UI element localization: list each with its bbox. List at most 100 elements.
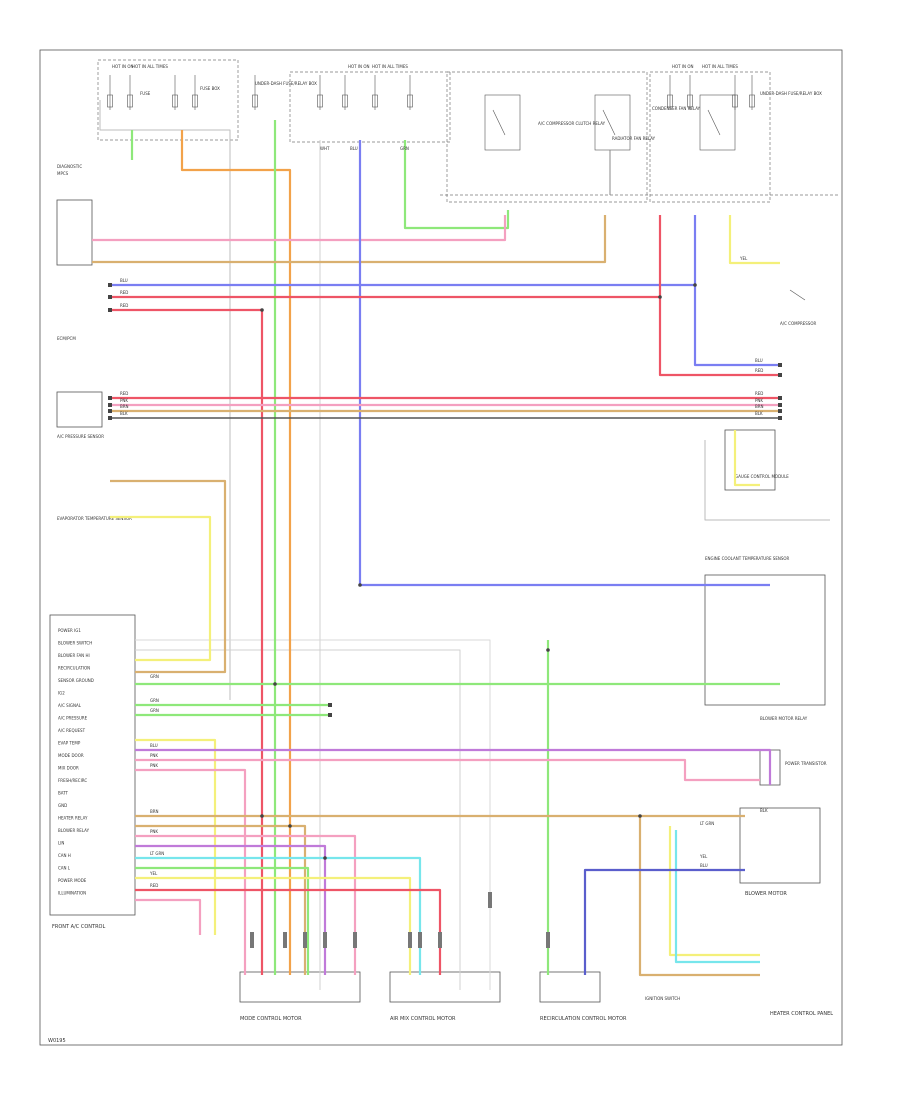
label-evap: EVAPORATOR TEMPERATURE SENSOR <box>57 516 132 521</box>
ac-control-pin-8: A/C REQUEST <box>58 728 86 733</box>
ac-control-pin-18: CAN H <box>58 853 71 858</box>
relay-switch-0 <box>492 109 506 136</box>
gauge-label: GAUGE CONTROL MODULE <box>735 474 789 479</box>
ac-control-pin-9: EVAP TEMP <box>58 741 81 746</box>
bottom-connector-0 <box>250 932 254 948</box>
wire-color-tag-17: RED <box>150 883 158 888</box>
splice-4 <box>358 583 362 587</box>
fuse-8 <box>407 94 413 108</box>
fuse-text-1: FUSE <box>140 91 151 96</box>
wire-pink-3 <box>135 758 760 782</box>
wire-color-tag-30: WHT <box>320 146 330 151</box>
grey-route-4 <box>135 649 461 990</box>
ac-control-pin-2: BLOWER FAN HI <box>58 653 90 658</box>
mode-motor <box>239 971 361 1003</box>
ac-control-pin-11: MIX DOOR <box>58 766 79 771</box>
ac-control-pin-17: LIN <box>58 841 64 846</box>
wire-color-tag-13: BRN <box>150 809 159 814</box>
wire-color-tag-4: PNK <box>120 398 128 403</box>
heater-panel-label: HEATER CONTROL PANEL <box>770 1011 833 1017</box>
wire-color-tag-31: BLU <box>350 146 358 151</box>
ac-control-pin-14: GND <box>58 803 67 808</box>
relay-label-radfan: RADIATOR FAN RELAY <box>612 136 656 141</box>
fuse-7 <box>372 94 378 108</box>
wire-yellow-4 <box>135 738 217 935</box>
sensor-block-2 <box>56 391 103 428</box>
wire-color-tag-27: YEL <box>699 854 708 859</box>
wire-color-tag-8: GRN <box>150 698 159 703</box>
wire-color-tag-7: GRN <box>150 674 159 679</box>
wire-color-tag-6: BLK <box>120 411 128 416</box>
splice-7 <box>260 814 264 818</box>
wire-blue-3 <box>693 215 780 367</box>
sensor-block-1 <box>56 199 93 266</box>
recirc-motor-label: RECIRCULATION CONTROL MOTOR <box>540 1016 627 1022</box>
ac-control-pin-1: BLOWER SWITCH <box>58 641 92 646</box>
wire-color-tag-3: RED <box>120 391 128 396</box>
relay-box-right <box>649 71 771 203</box>
wire-pink-4 <box>135 768 247 975</box>
label-ac-pressure: A/C PRESSURE SENSOR <box>57 434 104 439</box>
blower-motor <box>739 807 821 884</box>
wire-yellow-mix <box>135 876 412 975</box>
relay-label-condfan: CONDENSER FAN RELAY <box>652 106 701 111</box>
bottom-connector-9 <box>488 892 492 908</box>
wire-green-relay <box>403 140 510 230</box>
blower-relay-label: BLOWER MOTOR RELAY <box>760 716 808 721</box>
pin-11 <box>778 363 782 367</box>
wire-pink-1 <box>92 215 507 242</box>
bottom-connector-7 <box>438 932 442 948</box>
wire-yellow-1 <box>110 515 212 662</box>
fuse-label-hot-on-3: HOT IN ON <box>672 64 693 69</box>
bottom-connector-4 <box>353 932 357 948</box>
grey-route-5 <box>135 639 491 990</box>
fuse-9 <box>667 94 673 108</box>
fuse-0 <box>107 94 113 108</box>
wire-color-tag-12: PNK <box>150 763 158 768</box>
mode-motor-label: MODE CONTROL MOTOR <box>240 1016 302 1022</box>
compressor-label: A/C COMPRESSOR <box>780 321 816 326</box>
relay-2 <box>699 94 736 151</box>
ac-control-pin-13: BATT <box>58 791 69 796</box>
pin-4 <box>108 403 112 407</box>
wire-color-tag-26: LT GRN <box>700 821 714 826</box>
wire-color-tag-24: YEL <box>739 256 748 261</box>
fuse-5 <box>317 94 323 108</box>
wire-color-tag-14: PNK <box>150 829 158 834</box>
wire-purple-1 <box>135 748 772 785</box>
pin-7 <box>778 396 782 400</box>
wire-cyan-blower <box>674 830 760 964</box>
pin-9 <box>778 409 782 413</box>
wire-color-tag-1: RED <box>120 290 128 295</box>
wire-color-tag-28: BLU <box>700 863 708 868</box>
bottom-connector-8 <box>546 932 550 948</box>
ac-control-pin-3: RECIRCULATION <box>58 666 90 671</box>
splice-1 <box>273 682 277 686</box>
fuse-10 <box>687 94 693 108</box>
pin-3 <box>108 396 112 400</box>
fuse-1 <box>127 94 133 108</box>
compressor-switch <box>789 289 806 301</box>
wire-tan-blower <box>638 816 760 977</box>
splice-8 <box>288 824 292 828</box>
bottom-connector-3 <box>323 932 327 948</box>
splice-0 <box>260 308 264 312</box>
relay-box <box>446 71 648 203</box>
ac-control-pin-19: CAN L <box>58 866 71 871</box>
ac-control-title: FRONT A/C CONTROL <box>52 924 105 930</box>
wire-color-tag-22: BLU <box>755 358 763 363</box>
wire-color-tag-20: BRN <box>755 404 764 409</box>
fuse-text-4: UNDER-DASH FUSE/RELAY BOX <box>760 91 822 96</box>
wire-tan-3 <box>110 479 227 674</box>
ac-control-pin-16: BLOWER RELAY <box>58 828 90 833</box>
ect-label: ENGINE COOLANT TEMPERATURE SENSOR <box>705 556 790 561</box>
wire-blue-2 <box>358 140 770 587</box>
pin-6 <box>108 416 112 420</box>
wire-color-tag-25: BLK <box>760 808 768 813</box>
wire-cyan-mix <box>135 856 422 975</box>
bottom-connector-5 <box>408 932 412 948</box>
fuse-label-hot-all: HOT IN ALL TIMES <box>132 64 168 69</box>
wire-color-tag-16: YEL <box>149 871 158 876</box>
wire-pink-gnd <box>135 898 202 935</box>
